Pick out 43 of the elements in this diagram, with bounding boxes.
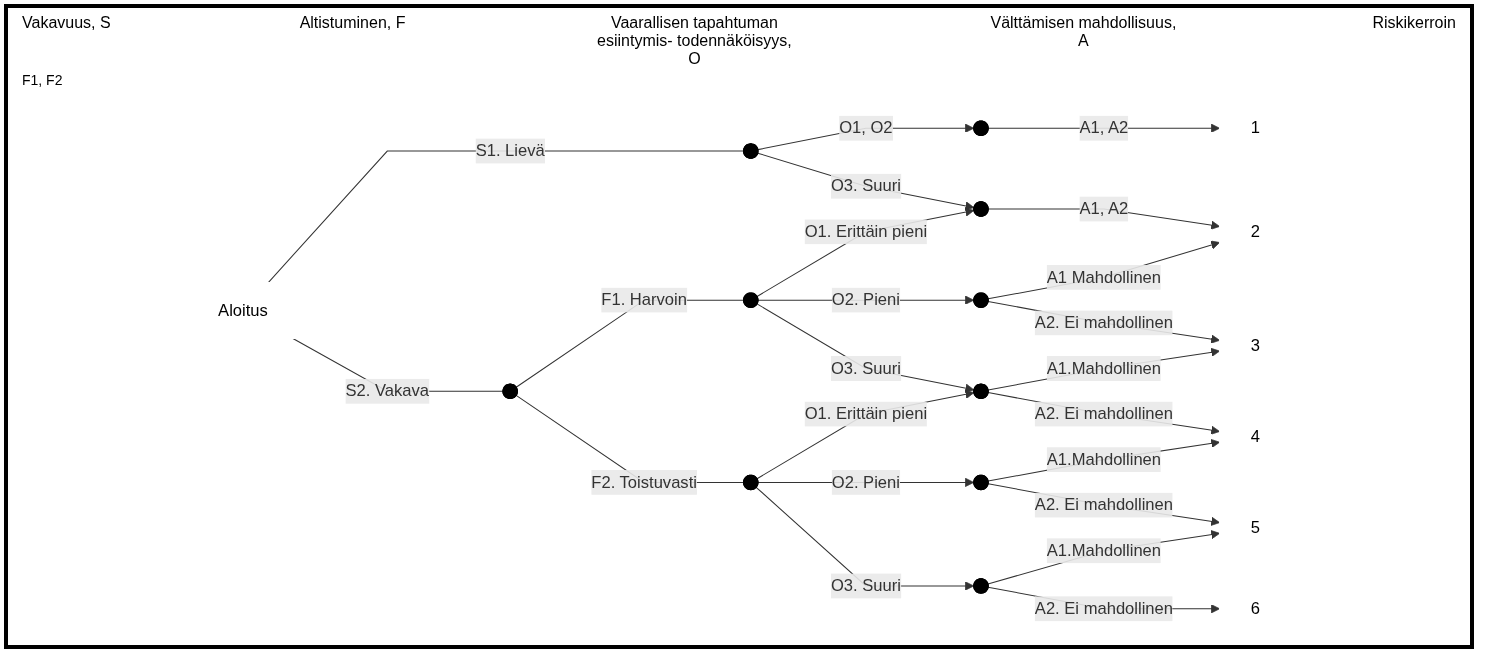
edge-label: O3. Suuri <box>830 359 901 377</box>
edge-label: A1.Mahdollinen <box>1046 359 1162 377</box>
node-text: 6 <box>1250 599 1260 618</box>
arrow <box>987 347 1220 391</box>
column-heading: Vakavuus, S <box>22 14 111 33</box>
arrow <box>757 152 975 211</box>
edge-label: F1. Harvoin <box>601 290 687 309</box>
node-text: 1 <box>1250 118 1260 137</box>
arrow <box>987 240 1220 300</box>
node-text: 5 <box>1250 518 1260 537</box>
edge-label: S2. Vakava <box>345 381 430 400</box>
arrow <box>756 389 975 480</box>
edge-label: A2. Ei mahdollinen <box>1034 313 1173 332</box>
column-heading: Välttämisen mahdollisuus, A <box>989 14 1178 51</box>
edge-label: A1, A2 <box>1079 199 1129 218</box>
arrow <box>987 530 1220 585</box>
edge-label: A1.Mahdollinen <box>1046 541 1162 560</box>
edge-label: A1, A2 <box>1079 118 1129 137</box>
column-heading: Vaarallisen tapahtuman esiintymis- todennäköisyys, O <box>596 14 793 68</box>
edge-label: A1 Mahdollinen <box>1046 268 1162 286</box>
edge-label: O1, O2 <box>839 118 893 137</box>
node-text: 4 <box>1250 427 1260 446</box>
edge-label: O2. Pieni <box>831 473 900 491</box>
arrow <box>987 438 1220 482</box>
edge-label: A2. Ei mahdollinen <box>1034 495 1173 514</box>
edge-label: O1. Erittäin pieni <box>804 222 928 241</box>
branch-label: F1, F2 <box>22 72 63 88</box>
edge-label: A2. Ei mahdollinen <box>1034 404 1173 423</box>
edge-label: A1.Mahdollinen <box>1046 450 1162 468</box>
edge-label: O1. Erittäin pieni <box>804 404 928 423</box>
edge-label: A2. Ei mahdollinen <box>1034 599 1173 618</box>
edge-label: S1. Lievä <box>475 141 545 160</box>
arrow <box>756 207 975 297</box>
edge-label: O2. Pieni <box>831 290 900 309</box>
node-text: 3 <box>1250 336 1260 354</box>
edge-label: O3. Suuri <box>830 176 901 195</box>
node-text: Aloitus <box>218 301 268 319</box>
column-heading: Riskikerroin <box>1372 14 1456 33</box>
column-heading: Altistuminen, F <box>299 14 406 33</box>
arrow <box>756 303 975 393</box>
edge-label: O3. Suuri <box>830 576 901 595</box>
edge-label: F2. Toistuvasti <box>591 473 697 491</box>
node-text: 2 <box>1250 222 1260 241</box>
